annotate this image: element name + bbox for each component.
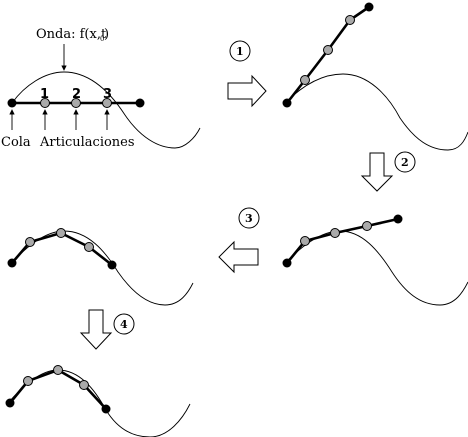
tail-node xyxy=(5,398,15,408)
wave-label: Onda: f(x,t xyxy=(36,27,107,42)
joint-1 xyxy=(23,376,33,386)
wave-curve xyxy=(284,73,468,151)
down-arrow-icon xyxy=(79,309,113,350)
down-arrow-icon xyxy=(360,152,394,192)
joint-2 xyxy=(323,45,333,55)
joint-2 xyxy=(71,98,81,108)
head-node xyxy=(364,2,374,12)
step-2-arrow: 2 xyxy=(360,151,416,192)
step-3-badge xyxy=(238,207,260,229)
step-2-number: 2 xyxy=(401,156,409,169)
tail-node xyxy=(7,258,17,268)
wave-label-close: ) xyxy=(104,27,109,42)
joint-1 xyxy=(25,237,35,247)
joint-number-2: 2 xyxy=(72,87,81,102)
joint-3 xyxy=(79,380,89,390)
right-arrow-icon xyxy=(227,74,267,108)
snake-body xyxy=(8,368,108,411)
step-2-badge xyxy=(394,151,416,173)
wave-label-subscript: 0 xyxy=(100,35,104,43)
joint-number-1: 1 xyxy=(40,87,49,102)
step-4-arrow: 4 xyxy=(79,309,135,350)
joint-3 xyxy=(84,242,94,252)
joint-1 xyxy=(300,236,310,246)
panel-step-1 xyxy=(282,2,468,151)
wave-curve xyxy=(11,71,201,149)
joint-3 xyxy=(102,98,112,108)
panel-step-3 xyxy=(7,228,194,306)
step-1-number: 1 xyxy=(236,45,244,58)
head-node xyxy=(135,98,145,108)
wave-curve xyxy=(11,230,194,306)
panel-step-2 xyxy=(282,214,468,306)
joint-3 xyxy=(362,221,372,231)
joint-2 xyxy=(56,228,66,238)
tail-label: Cola xyxy=(1,135,31,150)
left-arrow-icon xyxy=(218,240,259,274)
panel-step-4 xyxy=(5,365,191,437)
wave-curve xyxy=(284,230,468,306)
joint-2 xyxy=(53,365,63,375)
step-4-badge xyxy=(113,313,135,335)
tail-node xyxy=(282,258,292,268)
joint-3 xyxy=(345,15,355,25)
head-node xyxy=(101,404,111,414)
wave-curve xyxy=(7,369,191,437)
joint-2 xyxy=(330,228,340,238)
joint-1 xyxy=(300,75,310,85)
tail-node xyxy=(282,98,292,108)
step-1-arrow: 1 xyxy=(227,40,267,108)
tail-node xyxy=(7,98,17,108)
head-node xyxy=(107,260,117,270)
head-node xyxy=(393,214,403,224)
step-1-badge xyxy=(229,40,251,62)
joints-label: Articulaciones xyxy=(39,135,135,150)
step-4-number: 4 xyxy=(120,318,128,331)
step-3-arrow: 3 xyxy=(218,207,260,274)
joint-number-3: 3 xyxy=(103,87,112,102)
panel-initial: 1 2 3 Onda: f(x,t 0 ) Cola Articulacione… xyxy=(1,27,201,150)
step-3-number: 3 xyxy=(245,212,253,225)
joint-1 xyxy=(40,98,50,108)
